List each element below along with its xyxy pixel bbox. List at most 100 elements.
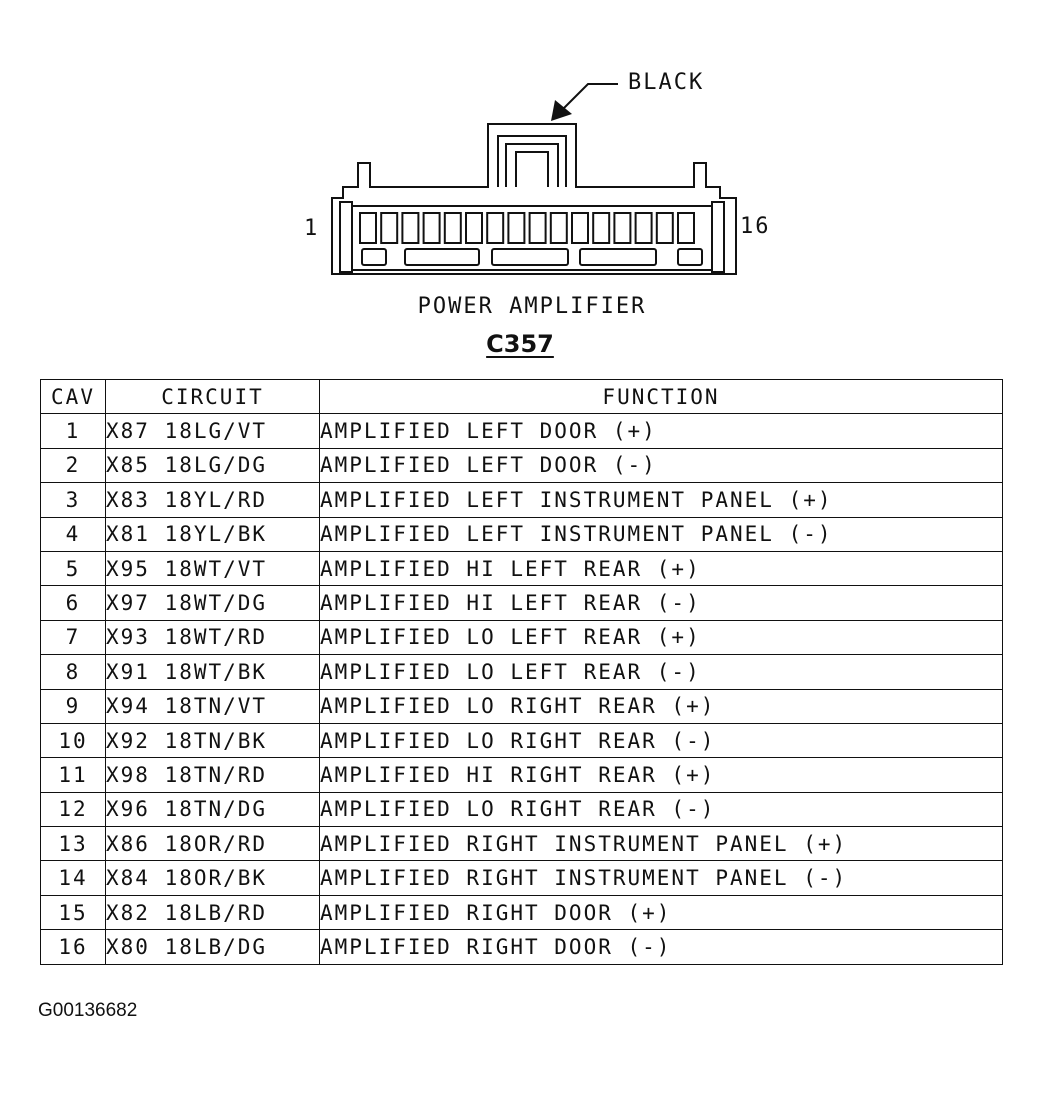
cav-cell: 12 bbox=[40, 791, 106, 828]
terminal-cavity bbox=[422, 212, 441, 244]
key-slot bbox=[579, 248, 657, 266]
terminal-cavity bbox=[528, 212, 547, 244]
function-cell: AMPLIFIED RIGHT DOOR (-) bbox=[319, 929, 1003, 965]
circuit-cell: X91 18WT/BK bbox=[105, 654, 320, 690]
cav-cell: 13 bbox=[40, 826, 106, 862]
circuit-cell: X85 18LG/DG bbox=[105, 447, 320, 484]
cav-cell: 14 bbox=[40, 860, 106, 896]
cav-cell: 1 bbox=[40, 413, 106, 449]
function-cell: AMPLIFIED LEFT DOOR (-) bbox=[319, 447, 1003, 484]
terminal-cavity bbox=[677, 212, 695, 244]
connector-color-label: BLACK bbox=[628, 70, 705, 95]
terminal-cavity bbox=[486, 212, 505, 244]
circuit-cell: X81 18YL/BK bbox=[105, 516, 320, 552]
circuit-cell: X95 18WT/VT bbox=[105, 550, 320, 587]
cav-cell: 11 bbox=[40, 757, 106, 793]
circuit-cell: X92 18TN/BK bbox=[105, 722, 320, 759]
key-slot bbox=[677, 248, 703, 266]
connector-end-post-right bbox=[711, 201, 725, 273]
function-cell: AMPLIFIED HI RIGHT REAR (+) bbox=[319, 757, 1003, 793]
connector-id-text: C357 bbox=[486, 330, 554, 358]
header-function: FUNCTION bbox=[319, 378, 1003, 415]
connector-body-outline bbox=[331, 123, 737, 275]
circuit-cell: X97 18WT/DG bbox=[105, 585, 320, 621]
header-circuit: CIRCUIT bbox=[105, 378, 320, 415]
terminal-cavity bbox=[380, 212, 399, 244]
connector-id: C357 bbox=[0, 330, 1040, 358]
component-name: POWER AMPLIFIER bbox=[417, 294, 647, 319]
header-cav: CAV bbox=[40, 378, 106, 415]
circuit-cell: X80 18LB/DG bbox=[105, 929, 320, 965]
terminal-cavity bbox=[613, 212, 632, 244]
terminal-cavity bbox=[592, 212, 611, 244]
cav-cell: 10 bbox=[40, 722, 106, 759]
cav-cell: 4 bbox=[40, 516, 106, 552]
terminal-cavity bbox=[465, 212, 483, 244]
function-cell: AMPLIFIED HI LEFT REAR (-) bbox=[319, 585, 1003, 621]
terminal-cavity bbox=[634, 212, 653, 244]
function-cell: AMPLIFIED LO RIGHT REAR (-) bbox=[319, 791, 1003, 828]
function-cell: AMPLIFIED LEFT INSTRUMENT PANEL (-) bbox=[319, 516, 1003, 552]
cav-cell: 8 bbox=[40, 654, 106, 690]
circuit-cell: X83 18YL/RD bbox=[105, 482, 320, 518]
terminal-cavity bbox=[571, 212, 589, 244]
cav-cell: 2 bbox=[40, 447, 106, 484]
function-cell: AMPLIFIED LEFT DOOR (+) bbox=[319, 413, 1003, 449]
connector-lock-latch bbox=[497, 135, 567, 187]
cav-cell: 7 bbox=[40, 619, 106, 656]
leader-line bbox=[557, 83, 618, 115]
circuit-cell: X86 18OR/RD bbox=[105, 826, 320, 862]
terminal-cavity bbox=[507, 212, 526, 244]
function-cell: AMPLIFIED HI LEFT REAR (+) bbox=[319, 550, 1003, 587]
terminal-cavity bbox=[549, 212, 568, 244]
key-slot bbox=[361, 248, 387, 266]
terminal-cavity bbox=[401, 212, 420, 244]
pin-number-first: 1 bbox=[304, 216, 320, 241]
function-cell: AMPLIFIED LO RIGHT REAR (+) bbox=[319, 688, 1003, 724]
key-slot bbox=[404, 248, 480, 266]
terminal-cavity bbox=[443, 212, 462, 244]
pin-number-last: 16 bbox=[740, 214, 771, 239]
function-cell: AMPLIFIED RIGHT INSTRUMENT PANEL (+) bbox=[319, 826, 1003, 862]
function-cell: AMPLIFIED LEFT INSTRUMENT PANEL (+) bbox=[319, 482, 1003, 518]
figure-id: G00136682 bbox=[38, 1000, 138, 1021]
circuit-cell: X98 18TN/RD bbox=[105, 757, 320, 793]
circuit-cell: X94 18TN/VT bbox=[105, 688, 320, 724]
circuit-cell: X93 18WT/RD bbox=[105, 619, 320, 656]
circuit-cell: X84 18OR/BK bbox=[105, 860, 320, 896]
connector-end-post-left bbox=[339, 201, 353, 273]
function-cell: AMPLIFIED LO RIGHT REAR (-) bbox=[319, 722, 1003, 759]
table-header-row: CAV CIRCUIT FUNCTION bbox=[40, 378, 1003, 415]
circuit-cell: X87 18LG/VT bbox=[105, 413, 320, 449]
connector-diagram bbox=[331, 83, 737, 275]
function-cell: AMPLIFIED RIGHT INSTRUMENT PANEL (-) bbox=[319, 860, 1003, 896]
cav-cell: 9 bbox=[40, 688, 106, 724]
terminal-cavity bbox=[359, 212, 377, 244]
cav-cell: 3 bbox=[40, 482, 106, 518]
terminal-cavity bbox=[655, 212, 674, 244]
function-cell: AMPLIFIED LO LEFT REAR (-) bbox=[319, 654, 1003, 690]
cav-cell: 6 bbox=[40, 585, 106, 621]
function-cell: AMPLIFIED LO LEFT REAR (+) bbox=[319, 619, 1003, 656]
key-slot bbox=[491, 248, 569, 266]
cav-cell: 16 bbox=[40, 929, 106, 965]
cav-cell: 5 bbox=[40, 550, 106, 587]
function-cell: AMPLIFIED RIGHT DOOR (+) bbox=[319, 894, 1003, 931]
circuit-cell: X96 18TN/DG bbox=[105, 791, 320, 828]
